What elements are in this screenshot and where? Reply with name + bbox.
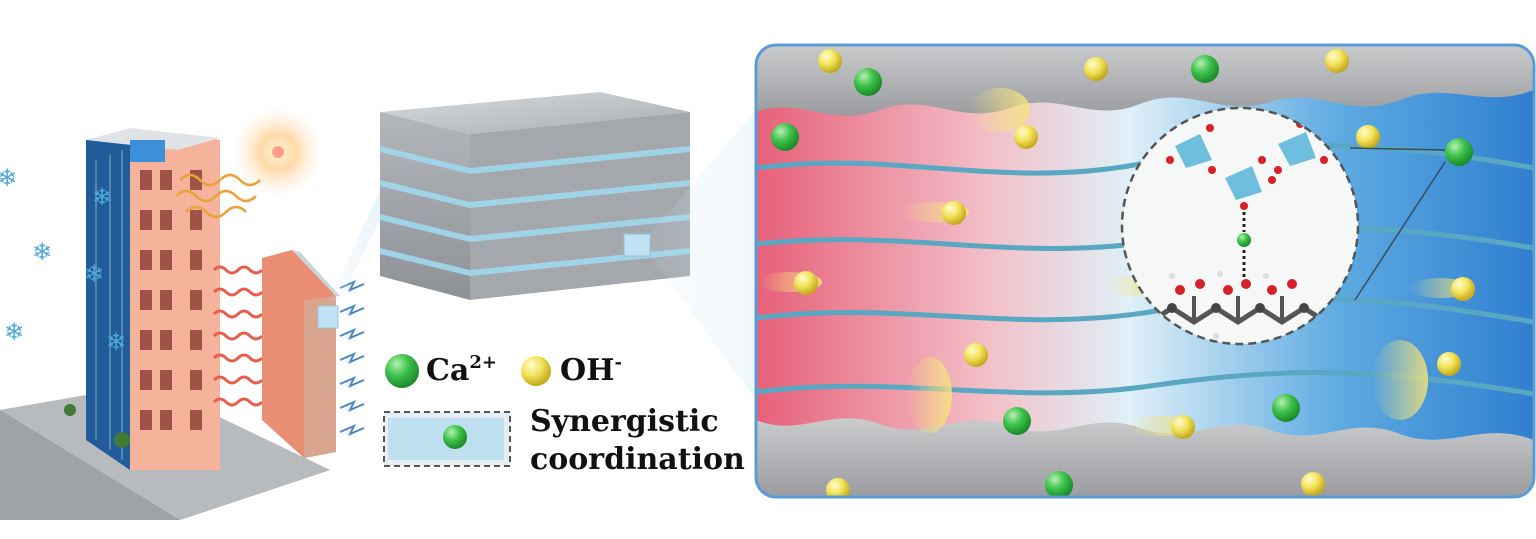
sun-icon [233,107,323,197]
oh-ion [1171,415,1195,439]
ca-ion [1191,55,1219,83]
wall-panel [262,250,340,458]
wall-sample-marker [317,305,339,329]
oh-ion [1437,352,1461,376]
oh-ions [794,49,1475,497]
oh-ion [1084,57,1108,81]
ca-ion [1045,471,1073,497]
inset-ca-ion [1237,233,1251,247]
legend-oh-label: OH- [560,353,622,388]
ca-ions [771,55,1473,497]
legend-coordination-symbol [383,411,511,467]
cold-arrow-icon [339,280,365,436]
tetrahedron [1225,166,1262,200]
zoom-beam-wall-to-slab [330,190,380,300]
building-scene [0,128,330,520]
oh-ion [818,49,842,73]
svg-text:❄: ❄ [106,328,126,356]
tetrahedron [1175,134,1212,168]
oh-ion [1325,49,1349,73]
oh-ion [1356,125,1380,149]
heat-wave-icon [212,265,264,407]
legend-ca-charge: 2+ [469,352,497,373]
oh-ion [964,343,988,367]
oh-ion [942,201,966,225]
building-side-facade [86,130,130,470]
legend-ca-symbol-text: Ca [426,353,470,388]
ca-ion [854,68,882,96]
molecular-inset [1120,106,1360,346]
layered-slab [380,92,690,300]
legend-coordination-label: Synergistic coordination [530,403,745,479]
ca-ion [1445,138,1473,166]
zoom-frame [756,45,1534,497]
oh-ion [794,271,818,295]
svg-text:❄: ❄ [32,238,52,266]
svg-text:❄: ❄ [0,164,17,192]
svg-text:❄: ❄ [84,260,104,288]
tetrahedron [1278,132,1316,166]
snowflake-icon: ❄ ❄ ❄ ❄ ❄ ❄ [0,164,126,356]
oh-ion [1451,277,1475,301]
sun-ray-waves [175,173,261,219]
zoom-beam-slab-to-frame [650,110,756,400]
legend-oh-symbol [521,356,551,386]
legend-coordination-line2: coordination [530,442,745,477]
ca-ion [771,123,799,151]
oh-ion [1014,125,1038,149]
building-windows [140,170,202,430]
svg-text:❄: ❄ [92,183,112,211]
slab-zoom-marker [623,233,651,257]
zoom-frame-border [754,43,1536,499]
legend-coordination-line1: Synergistic [530,404,719,439]
ca-ion [1003,407,1031,435]
tree-icon [114,432,130,448]
legend-ca-symbol [385,354,419,388]
legend-ca-label: Ca2+ [426,353,497,388]
svg-text:❄: ❄ [4,318,24,346]
oh-ion [1301,472,1325,496]
ca-ion [1272,394,1300,422]
bottom-gray-layer [756,418,1534,497]
legend-oh-symbol-text: OH [560,353,615,388]
legend-oh-charge: - [614,352,622,373]
